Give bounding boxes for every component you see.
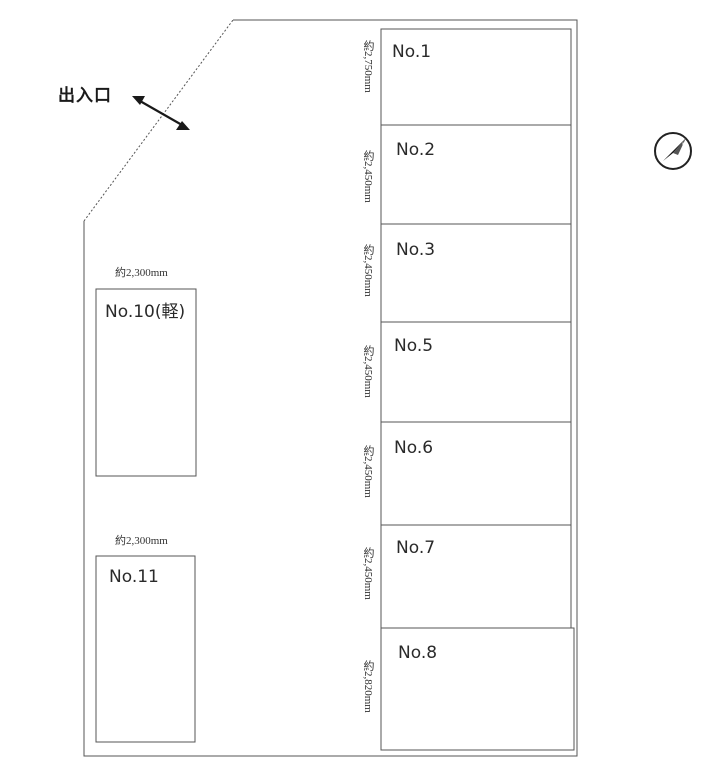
space-label-no8: No.8 <box>398 643 438 663</box>
north-arrow-icon: N <box>654 132 692 170</box>
space-label-no7: No.7 <box>396 538 436 558</box>
dimension-no11: 約2,300mm <box>115 535 168 547</box>
space-label-no1: No.1 <box>392 42 432 62</box>
entrance-edge <box>83 19 234 222</box>
dimension-no5: 約2,450mm <box>362 345 374 398</box>
space-11-outline <box>95 555 196 743</box>
dimension-no1: 約2,750mm <box>362 40 374 93</box>
compass-letter: N <box>682 142 687 149</box>
space-label-no2: No.2 <box>396 140 436 160</box>
entrance-arrow-icon <box>132 96 190 130</box>
space-label-no5: No.5 <box>394 336 434 356</box>
dimension-no7: 約2,450mm <box>362 547 374 600</box>
space-label-no10: No.10(軽) <box>105 302 186 322</box>
space-label-no11: No.11 <box>109 567 159 587</box>
space-label-no6: No.6 <box>394 438 434 458</box>
space-8-outline <box>380 627 575 751</box>
dimension-no2: 約2,450mm <box>362 150 374 203</box>
right-space-column <box>380 28 575 751</box>
entrance-label: 出入口 <box>58 86 112 106</box>
dimension-no3: 約2,450mm <box>362 244 374 297</box>
space-label-no3: No.3 <box>396 240 436 260</box>
dimension-no10: 約2,300mm <box>115 267 168 279</box>
space-3-outline <box>380 223 572 323</box>
space-10-outline <box>95 288 197 477</box>
dimension-no6: 約2,450mm <box>362 445 374 498</box>
dimension-no8: 約2,820mm <box>362 660 374 713</box>
lot-boundary <box>83 19 578 757</box>
